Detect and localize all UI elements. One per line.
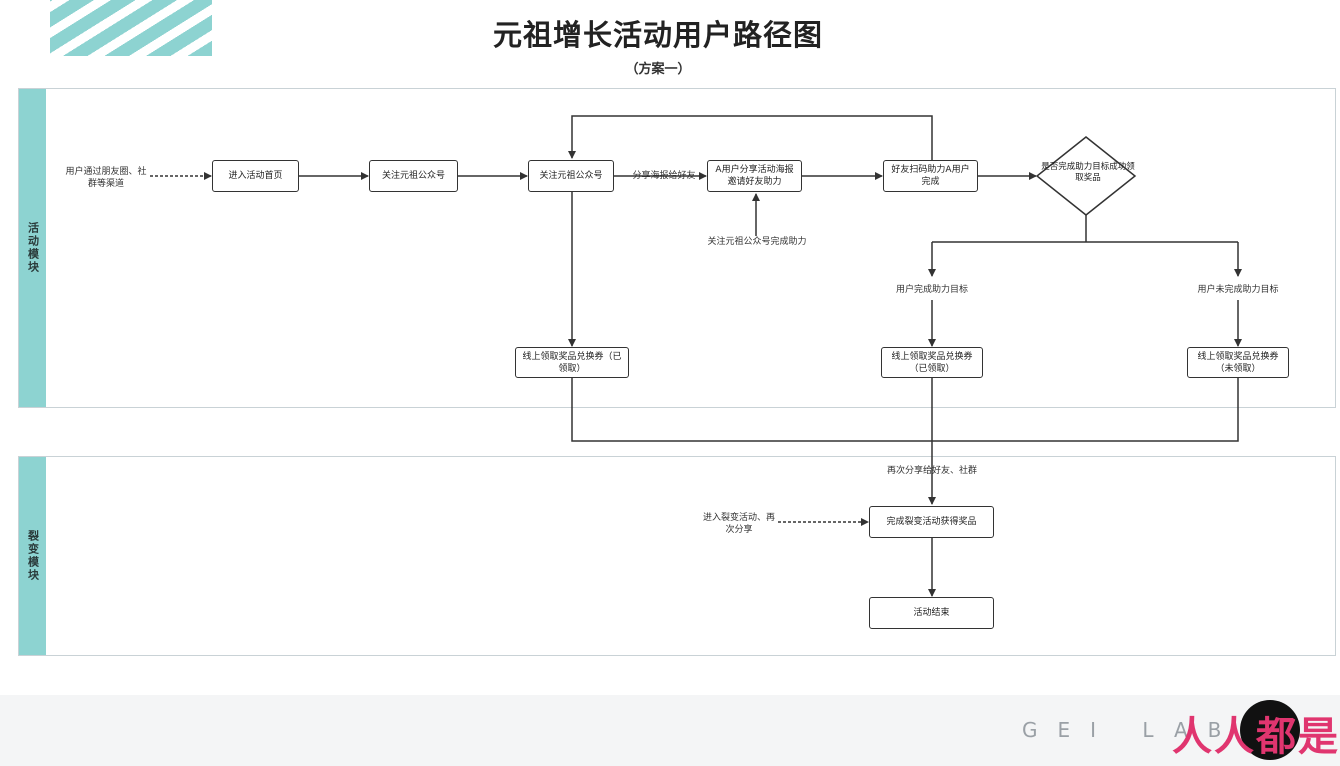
node-friend-help: 好友扫码助力A用户完成 xyxy=(883,160,978,192)
swimlane-activity: 活动模块 xyxy=(18,88,1336,408)
lane2-note: 进入裂变活动、再次分享 xyxy=(702,513,775,535)
node-prize-coupon-2: 线上领取奖品兑换券（已领取） xyxy=(881,347,983,378)
decision-text: 是否完成助力目标成功领取奖品 xyxy=(1041,162,1135,183)
node-fission-prize: 完成裂变活动获得奖品 xyxy=(869,506,994,538)
swimlane-activity-label: 活动模块 xyxy=(26,222,40,274)
share-label: 分享海报给好友 xyxy=(632,171,696,181)
start-note: 用户通过朋友圈、社群等渠道 xyxy=(65,167,147,189)
bottom-label: 再次分享给好友、社群 xyxy=(886,466,977,476)
node-activity-end: 活动结束 xyxy=(869,597,994,629)
node-enter-activity: 进入活动首页 xyxy=(212,160,299,192)
watermark-brand: 人人都是 xyxy=(1172,714,1340,760)
swimlane-activity-header: 活动模块 xyxy=(19,89,46,407)
page-title: 元祖增长活动用户路径图 xyxy=(492,18,823,52)
connector-loop-back xyxy=(568,115,933,160)
connector-prize-merge xyxy=(571,378,1239,442)
node-follow-account-2: 关注元祖公众号 xyxy=(528,160,614,192)
swimlane-fission: 裂变模块 xyxy=(18,456,1336,656)
node-share-poster: A用户分享活动海报邀请好友助力 xyxy=(707,160,802,192)
swimlane-fission-label: 裂变模块 xyxy=(26,530,40,582)
node-prize-coupon-1: 线上领取奖品兑换券（已领取） xyxy=(515,347,629,378)
page-subtitle: （方案一） xyxy=(625,62,691,77)
decorative-stripes xyxy=(50,0,212,56)
swimlane-fission-header: 裂变模块 xyxy=(19,457,46,655)
branch-no-label: 用户未完成助力目标 xyxy=(1197,285,1279,295)
watermark-text: GEI LAB xyxy=(1022,718,1242,742)
node-prize-coupon-3: 线上领取奖品兑换券（未领取） xyxy=(1187,347,1289,378)
branch-yes-label: 用户完成助力目标 xyxy=(895,285,968,295)
watermark-logo-icon xyxy=(1240,700,1300,760)
flow-connectors xyxy=(150,115,1242,597)
decision-diamond xyxy=(1035,136,1137,216)
side-note: 关注元祖公众号完成助力 xyxy=(707,237,807,247)
node-follow-account: 关注元祖公众号 xyxy=(369,160,458,192)
